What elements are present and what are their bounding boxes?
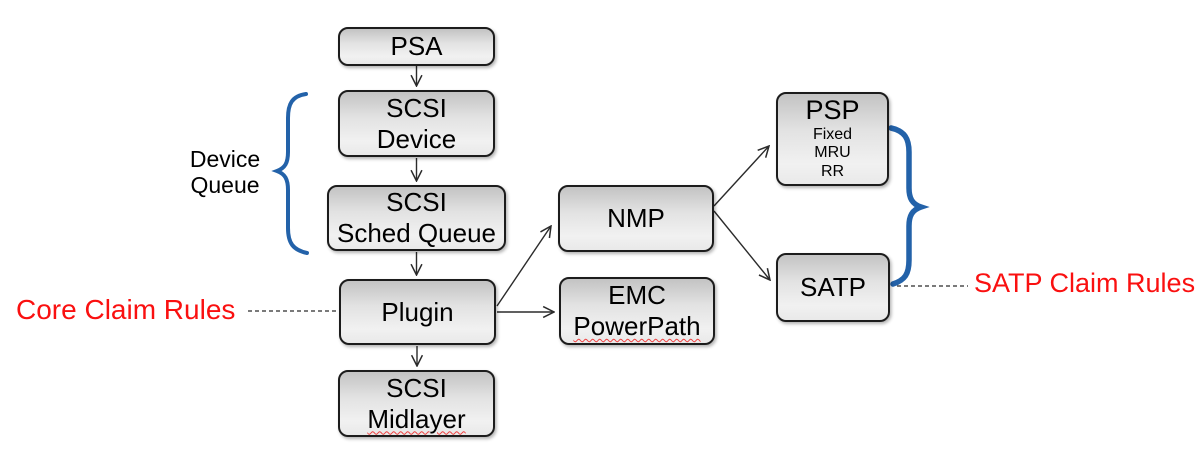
device-queue-label: Device Queue [160, 146, 290, 198]
node-plugin: Plugin [339, 279, 496, 345]
node-scsi-midlayer: SCSI Midlayer [338, 370, 495, 437]
node-scsi-device: SCSI Device [338, 90, 495, 157]
node-satp: SATP [776, 253, 890, 322]
node-psa-label: PSA [390, 31, 443, 62]
node-scsi-device-label-line2: Device [376, 123, 457, 154]
node-psa: PSA [338, 27, 495, 66]
node-psp: PSP Fixed MRU RR [776, 92, 889, 186]
node-scsi-sched-queue-label-line1: SCSI [386, 187, 447, 218]
node-scsi-sched-queue-label-line2: Sched Queue [336, 218, 496, 248]
node-emc-powerpath: EMC PowerPath [559, 277, 715, 345]
device-queue-label-line2: Queue [190, 172, 260, 198]
node-scsi-sched-queue: SCSI Sched Queue [327, 185, 506, 251]
node-scsi-device-label-line1: SCSI [386, 92, 447, 123]
node-nmp: NMP [558, 185, 714, 252]
node-emc-powerpath-label-line1: EMC [608, 280, 666, 311]
node-emc-powerpath-label-line2: PowerPath [573, 311, 701, 341]
node-psp-option-rr: RR [820, 163, 845, 181]
core-claim-rules-label: Core Claim Rules [16, 294, 236, 325]
node-psp-option-fixed: Fixed [812, 125, 853, 143]
node-scsi-midlayer-label-line1: SCSI [386, 372, 447, 403]
node-plugin-label: Plugin [381, 296, 454, 327]
node-nmp-label: NMP [607, 203, 665, 234]
arrow-nmp-to-psp [713, 146, 769, 207]
satp-claim-rules-label: SATP Claim Rules [974, 268, 1196, 298]
node-scsi-midlayer-label-line2: Midlayer [367, 403, 466, 434]
psp-satp-brace [888, 125, 930, 287]
node-satp-label: SATP [800, 272, 866, 303]
arrow-nmp-to-satp [713, 210, 770, 280]
arrow-plugin-to-nmp [496, 226, 551, 307]
node-psp-label: PSP [805, 94, 860, 125]
node-psp-option-mru: MRU [814, 144, 851, 162]
device-queue-label-line1: Device [189, 146, 261, 172]
device-queue-brace [271, 92, 309, 255]
